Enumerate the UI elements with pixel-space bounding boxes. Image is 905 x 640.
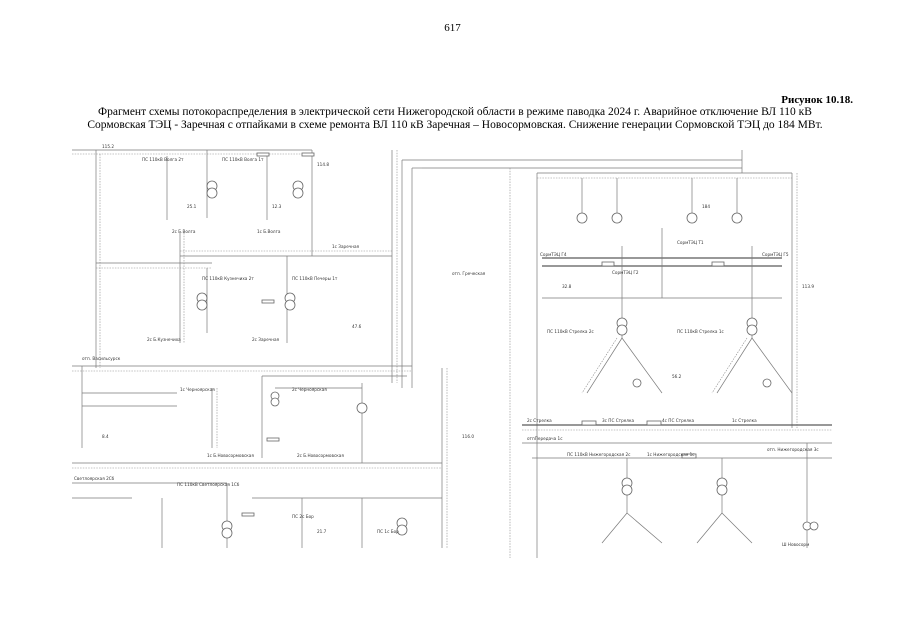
flow-values: 115.2 114.8 25.1 12.3 47.6 184 32.8 113.… <box>102 144 814 534</box>
label-kuznech-bus: 2с Б.Кузнечиха <box>147 337 181 342</box>
label-grecheskaya: отп. Греческая <box>452 271 486 276</box>
label-strelka-2s: ПС 110кВ Стрелка 2с <box>547 329 594 334</box>
network-schematic: ПС 110кВ Волга 2т ПС 110кВ Волга 1т 2с Б… <box>72 144 832 558</box>
label-sh-novosorm: Ш Новосорм <box>782 542 809 547</box>
figure-label: Рисунок 10.18. <box>781 94 853 106</box>
flow-value: 184 <box>702 204 710 209</box>
flow-value: 114.8 <box>317 162 329 167</box>
label-volga-bus1: 1с Б.Волга <box>257 229 281 234</box>
figure-caption: Фрагмент схемы потокораспределения в эле… <box>60 106 850 132</box>
label-bor-2s: ПС 2с Бор <box>292 514 314 519</box>
label-strelka-bus1: 1с Стрелка <box>732 418 757 423</box>
label-otp-nizhegor: отп. Нижегородская 3с <box>767 447 819 452</box>
label-svetlo-bus: Светлоярская 2Сб <box>74 476 115 481</box>
label-svetlo-ps: ПС 110кВ Светлоярская 1Сб <box>177 482 240 487</box>
label-novosorm-1s: 1с Б.Новосормовская <box>207 453 254 458</box>
label-chernoyar-2s: 2с Черноярская <box>292 387 327 392</box>
label-kuznech: ПС 110кВ Кузнечиха 2т <box>202 276 254 281</box>
label-tec-t1: СормТЭЦ Т1 <box>677 240 704 245</box>
label-nizhegor-2s: ПС 110кВ Нижегородская 2с <box>567 452 631 457</box>
label-novosorm-2s: 2с Б.Новосормовская <box>297 453 344 458</box>
left-network-lines <box>72 149 743 548</box>
label-zarechnaya-2s: 2с Заречная <box>252 337 280 342</box>
right-network-lines <box>522 172 832 558</box>
flow-value: 12.3 <box>272 204 282 209</box>
label-bor-1s: ПС 1с Бор <box>377 529 399 534</box>
label-tec-g2: СормТЭЦ Г2 <box>612 270 639 275</box>
flow-value: 115.2 <box>102 144 114 149</box>
label-strelka-bus2: 2с Стрелка <box>527 418 552 423</box>
flow-value: 56.2 <box>672 374 682 379</box>
label-strelka-1s: ПС 110кВ Стрелка 1с <box>677 329 724 334</box>
label-volga-bus2: 2с Б.Волга <box>172 229 196 234</box>
label-nizhegor-1s: 1с Нижегородская 1с <box>647 452 695 457</box>
label-pechery: ПС 110кВ Печеры 1т <box>292 276 338 281</box>
caption-line-1: Фрагмент схемы потокораспределения в эле… <box>98 106 812 118</box>
label-volga-1s: ПС 110кВ Волга 1т <box>222 157 264 162</box>
left-equipment <box>196 152 408 539</box>
page-number: 617 <box>444 22 461 34</box>
label-perep: отпПередача 1с <box>527 436 563 441</box>
caption-line-2: Сормовская ТЭЦ - Заречная с отпайками в … <box>87 119 823 131</box>
flow-value: 21.7 <box>317 529 327 534</box>
flow-value: 25.1 <box>187 204 197 209</box>
label-strelka-4s: 4с ПС Стрелка <box>662 418 695 423</box>
label-vasilsur: отп. Васильсурск <box>82 356 121 361</box>
label-zarechnaya-1s: 1с Заречная <box>332 244 360 249</box>
label-strelka-3s: 3с ПС Стрелка <box>602 418 635 423</box>
flow-value: 8.4 <box>102 434 109 439</box>
flow-value: 116.0 <box>462 434 474 439</box>
label-tec-g4: СормТЭЦ Г4 <box>540 252 567 257</box>
right-equipment <box>576 212 819 531</box>
flow-value: 32.8 <box>562 284 572 289</box>
label-chernoyar-1s: 1с Черноярская <box>180 387 215 392</box>
flow-value: 113.9 <box>802 284 814 289</box>
label-tec-g5: СормТЭЦ Г5 <box>762 252 789 257</box>
label-volga-2s: ПС 110кВ Волга 2т <box>142 157 184 162</box>
schematic-labels: ПС 110кВ Волга 2т ПС 110кВ Волга 1т 2с Б… <box>74 157 819 547</box>
flow-value: 47.6 <box>352 324 362 329</box>
